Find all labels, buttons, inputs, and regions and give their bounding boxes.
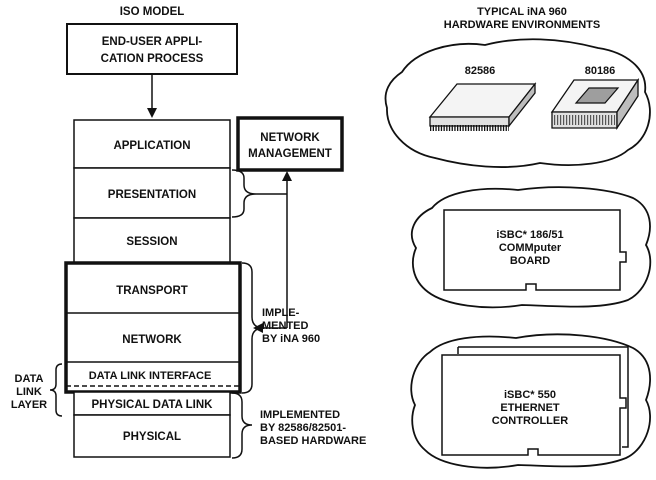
end-user-process-label-line2: CATION PROCESS [101,53,204,65]
chip-80186-die [574,87,620,104]
data-link-layer-label-line3: LAYER [11,399,47,411]
board-1-label-line2: COMMputer [499,242,562,254]
layer-physical [73,414,231,458]
layer-data-link-interface-label: DATA LINK INTERFACE [89,370,212,382]
board-2-label-line3: CONTROLLER [492,415,568,427]
board-2-label-line2: ETHERNET [500,402,560,414]
implemented-ina-line2: MENTED [262,320,309,332]
ina-brace-arrowhead [253,323,263,333]
chip-80186-side [616,77,639,131]
data-link-layer-bracket [49,363,63,417]
layer-physical-data-link-label: PHYSICAL DATA LINK [92,399,214,411]
layer-session-label: SESSION [126,236,177,248]
chip-82586-front [429,116,510,127]
network-management-box [236,116,344,172]
board-1-label-line1: iSBC* 186/51 [496,229,563,241]
process-to-application-arrowhead [147,108,157,118]
hardware-title-line2: HARDWARE ENVIRONMENTS [444,19,600,31]
board-1-card [443,209,627,291]
layer-network-label: NETWORK [122,334,182,346]
end-user-process-label-line1: END-USER APPLI- [102,36,203,48]
chip-82586-label: 82586 [465,65,496,77]
layer-physical-label: PHYSICAL [123,431,181,443]
end-user-process-box [66,23,238,75]
network-management-label-line1: NETWORK [260,132,320,144]
ina-to-management-arrowhead [282,171,292,181]
layer-transport-label: TRANSPORT [116,285,188,297]
layer-application-label: APPLICATION [113,140,190,152]
board-2-card [441,354,627,456]
iso-model-title: ISO MODEL [120,6,185,18]
implemented-hw-line3: BASED HARDWARE [260,435,366,447]
network-management-label-line2: MANAGEMENT [248,148,332,160]
board-1-label-line3: BOARD [510,255,550,267]
hardware-title-line1: TYPICAL iNA 960 [477,6,567,18]
implemented-ina-line1: IMPLE- [262,307,300,319]
hardware-layers-brace [231,392,253,459]
layer-presentation-label: PRESENTATION [108,189,196,201]
data-link-layer-label-line2: LINK [16,386,42,398]
data-link-layer-label-line1: DATA [15,373,44,385]
implemented-hw-line1: IMPLEMENTED [260,409,340,421]
chip-80186-label: 80186 [585,65,616,77]
implemented-ina-line3: BY iNA 960 [262,333,320,345]
upper-layers-brace [231,169,257,218]
layer-presentation [73,167,231,219]
chip-82586-side [508,82,536,128]
implemented-hw-line2: BY 82586/82501- [260,422,346,434]
board-2-label-line1: iSBC* 550 [504,389,556,401]
board-2-back-card [458,346,629,448]
